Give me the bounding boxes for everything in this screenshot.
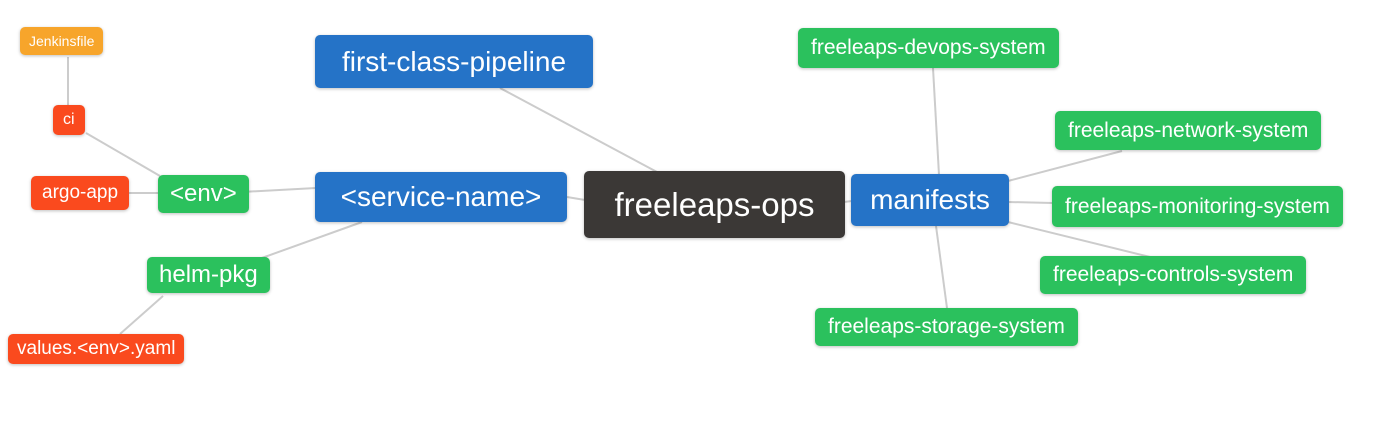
- node-freeleaps-ops-label: freeleaps-ops: [614, 185, 815, 223]
- node-freeleaps-monitoring-system[interactable]: freeleaps-monitoring-system: [1052, 186, 1343, 227]
- node-ci[interactable]: ci: [53, 105, 85, 135]
- connector-env-service-name: [241, 187, 317, 193]
- connector-manifests-storage-system: [935, 225, 948, 309]
- node-service-name[interactable]: <service-name>: [315, 172, 567, 222]
- connector-helm-pkg-service-name: [258, 221, 363, 260]
- node-freeleaps-devops-system-label: freeleaps-devops-system: [811, 36, 1046, 59]
- node-first-class-pipeline[interactable]: first-class-pipeline: [315, 35, 593, 88]
- node-env[interactable]: <env>: [158, 175, 249, 213]
- node-jenkinsfile[interactable]: Jenkinsfile: [20, 27, 104, 55]
- connector-manifests-controls-system: [1007, 221, 1151, 258]
- node-first-class-pipeline-label: first-class-pipeline: [341, 45, 567, 77]
- node-freeleaps-network-system[interactable]: freeleaps-network-system: [1055, 111, 1322, 150]
- node-freeleaps-controls-system[interactable]: freeleaps-controls-system: [1040, 256, 1307, 294]
- node-argo-app-label: argo-app: [42, 182, 119, 203]
- node-argo-app[interactable]: argo-app: [31, 176, 130, 210]
- connector-manifests-devops-system: [932, 67, 940, 176]
- node-helm-pkg-label: helm-pkg: [159, 261, 258, 288]
- node-freeleaps-ops-root[interactable]: freeleaps-ops: [584, 171, 845, 238]
- node-service-name-label: <service-name>: [340, 181, 542, 212]
- node-ci-label: ci: [63, 111, 75, 128]
- node-jenkinsfile-label: Jenkinsfile: [29, 33, 95, 49]
- node-freeleaps-network-system-label: freeleaps-network-system: [1068, 118, 1309, 142]
- connector-service-name-ops: [566, 196, 586, 201]
- connector-manifests-network-system: [1007, 150, 1123, 182]
- node-manifests-label: manifests: [870, 184, 990, 215]
- node-freeleaps-storage-system[interactable]: freeleaps-storage-system: [815, 308, 1078, 346]
- node-helm-pkg[interactable]: helm-pkg: [147, 257, 270, 293]
- node-freeleaps-monitoring-system-label: freeleaps-monitoring-system: [1065, 194, 1330, 218]
- connector-manifests-monitoring-system: [1007, 201, 1054, 204]
- node-env-label: <env>: [170, 180, 237, 207]
- node-freeleaps-storage-system-label: freeleaps-storage-system: [828, 315, 1065, 338]
- node-values-env-yaml[interactable]: values.<env>.yaml: [8, 334, 185, 364]
- connector-pipeline-ops: [499, 87, 658, 173]
- node-freeleaps-controls-system-label: freeleaps-controls-system: [1053, 263, 1294, 286]
- node-manifests[interactable]: manifests: [851, 174, 1009, 226]
- connector-ops-manifests: [843, 200, 853, 203]
- node-freeleaps-devops-system[interactable]: freeleaps-devops-system: [798, 28, 1059, 68]
- connector-values-helm-pkg: [119, 295, 164, 335]
- node-values-env-yaml-label: values.<env>.yaml: [17, 338, 176, 359]
- connector-ci-env: [85, 132, 161, 177]
